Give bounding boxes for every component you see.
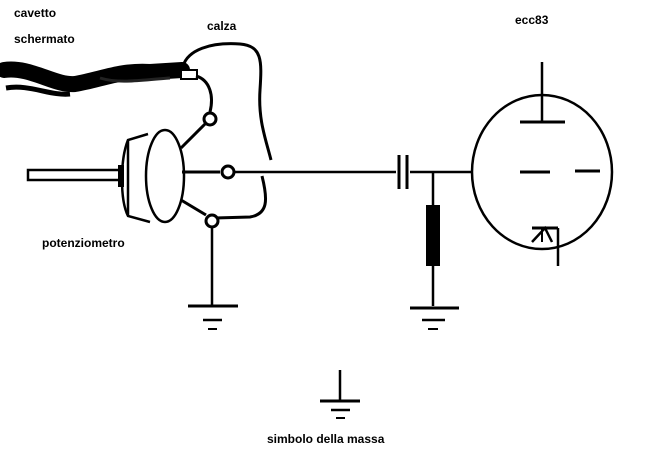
shield-label: calza bbox=[207, 19, 237, 33]
shielded-cable-label-line1: cavetto bbox=[14, 6, 57, 20]
grid-resistor bbox=[410, 172, 459, 330]
ground-symbol-legend bbox=[320, 370, 360, 419]
ecc83-tube bbox=[470, 62, 614, 266]
potentiometer-label: potenziometro bbox=[42, 236, 125, 250]
shield-braid-wire bbox=[181, 42, 273, 161]
signal-input-wire bbox=[195, 74, 213, 113]
tube-label: ecc83 bbox=[515, 13, 549, 27]
coupling-capacitor bbox=[397, 155, 409, 189]
ground-symbol-caption: simbolo della massa bbox=[267, 432, 385, 446]
potentiometer bbox=[26, 111, 236, 229]
shielded-cable bbox=[0, 61, 198, 97]
shielded-cable-label-line2: schermato bbox=[14, 32, 75, 46]
shield-to-ground-wire bbox=[214, 175, 268, 220]
potentiometer-ground bbox=[188, 227, 238, 330]
